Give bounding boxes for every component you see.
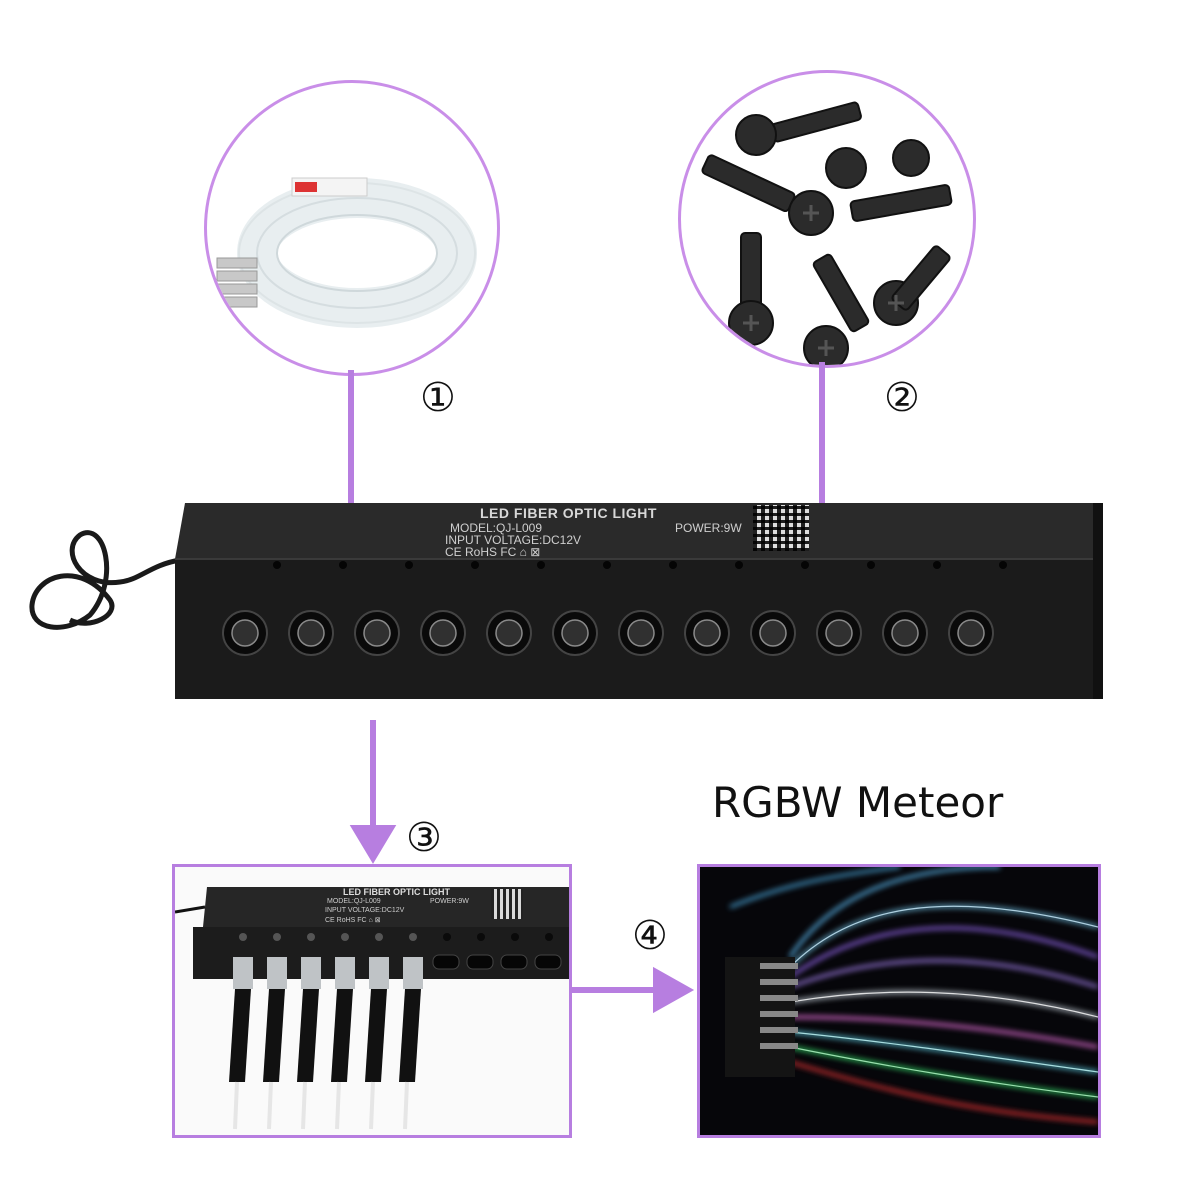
fiber-sleeve [399,989,421,1082]
screw-hole [735,561,743,569]
step-3-number: ③ [406,815,442,861]
rgbw-meteor-frame [697,864,1101,1138]
fiber-sleeve [365,989,387,1082]
arrow-3-head [349,825,397,864]
qr-code-icon [753,505,809,551]
fiber-strand [301,1081,307,1130]
device-title: LED FIBER OPTIC LIGHT [480,505,657,521]
fiber-strand [369,1081,375,1130]
device-certs: CE RoHS FC ⌂ ⊠ [445,545,541,559]
port-lens [891,619,919,647]
mini-screw [239,933,247,941]
fiber-optic-light-device: LED FIBER OPTIC LIGHT MODEL:QJ-L009 POWE… [175,497,1105,702]
rgbw-meteor-caption: RGBW Meteor [712,778,1004,827]
step-4-number: ④ [632,913,668,959]
device-voltage: INPUT VOLTAGE:DC12V [445,533,582,547]
mini-empty-port [534,954,562,970]
screw-hole [801,561,809,569]
mini-qr-code-icon [491,889,523,919]
fiber-sleeve [263,989,285,1082]
connected-device-frame: LED FIBER OPTIC LIGHT MODEL:QJ-L009 POWE… [172,864,572,1138]
mini-screw [307,933,315,941]
fiber-coil-circle [204,80,500,376]
mini-empty-port [466,954,494,970]
screw-hole [669,561,677,569]
mini-screw [545,933,553,941]
port-lens [627,619,655,647]
mini-empty-port [500,954,528,970]
screw-hole [933,561,941,569]
power-cable-icon [29,530,181,630]
fiber-connector [267,957,287,989]
port-lens [825,619,853,647]
screws-circle [678,70,976,368]
fiber-sleeve [297,989,319,1082]
mini-empty-port [432,954,460,970]
screw-hole [339,561,347,569]
port-lens [297,619,325,647]
device-power: POWER:9W [675,521,742,535]
fiber-connector [301,957,321,989]
device-model: MODEL:QJ-L009 [450,521,543,535]
mini-screw [477,933,485,941]
step-1-number: ① [420,375,456,421]
glowing-fibers-image [700,867,1098,1135]
mini-device-model: MODEL:QJ-L009 [327,898,381,905]
mini-device-voltage: INPUT VOLTAGE:DC12V [325,907,405,914]
mini-screw [443,933,451,941]
fiber-strand [403,1081,409,1130]
fiber-connector [369,957,389,989]
port-lens [561,619,589,647]
port-lens [495,619,523,647]
fiber-connector [403,957,423,989]
screw-hole [603,561,611,569]
fiber-strand [233,1081,239,1130]
fiber-strand [335,1081,341,1130]
port-lens [231,619,259,647]
fiber-sleeve [331,989,353,1082]
screw-hole [537,561,545,569]
fiber-coil-icon [216,177,477,328]
mini-screw [409,933,417,941]
screw-hole [405,561,413,569]
mini-screw [375,933,383,941]
fiber-connector [335,957,355,989]
fiber-sleeve [229,989,251,1082]
screw-hole [999,561,1007,569]
mini-device-power: POWER:9W [430,898,469,905]
arrow-4-head [653,966,695,1014]
port-lens [429,619,457,647]
mini-screw [511,933,519,941]
fiber-connector [233,957,253,989]
mini-screw [341,933,349,941]
fiber-strand [267,1081,273,1130]
screws-icon [701,101,953,365]
mini-device-certs: CE RoHS FC ⌂ ⊠ [325,917,381,924]
mini-device-title: LED FIBER OPTIC LIGHT [343,887,450,897]
step-2-number: ② [884,375,920,421]
mini-screw [273,933,281,941]
screw-hole [273,561,281,569]
port-lens [759,619,787,647]
port-lens [957,619,985,647]
screw-hole [471,561,479,569]
screw-hole [867,561,875,569]
port-lens [363,619,391,647]
port-lens [693,619,721,647]
device-ports [222,561,1007,656]
